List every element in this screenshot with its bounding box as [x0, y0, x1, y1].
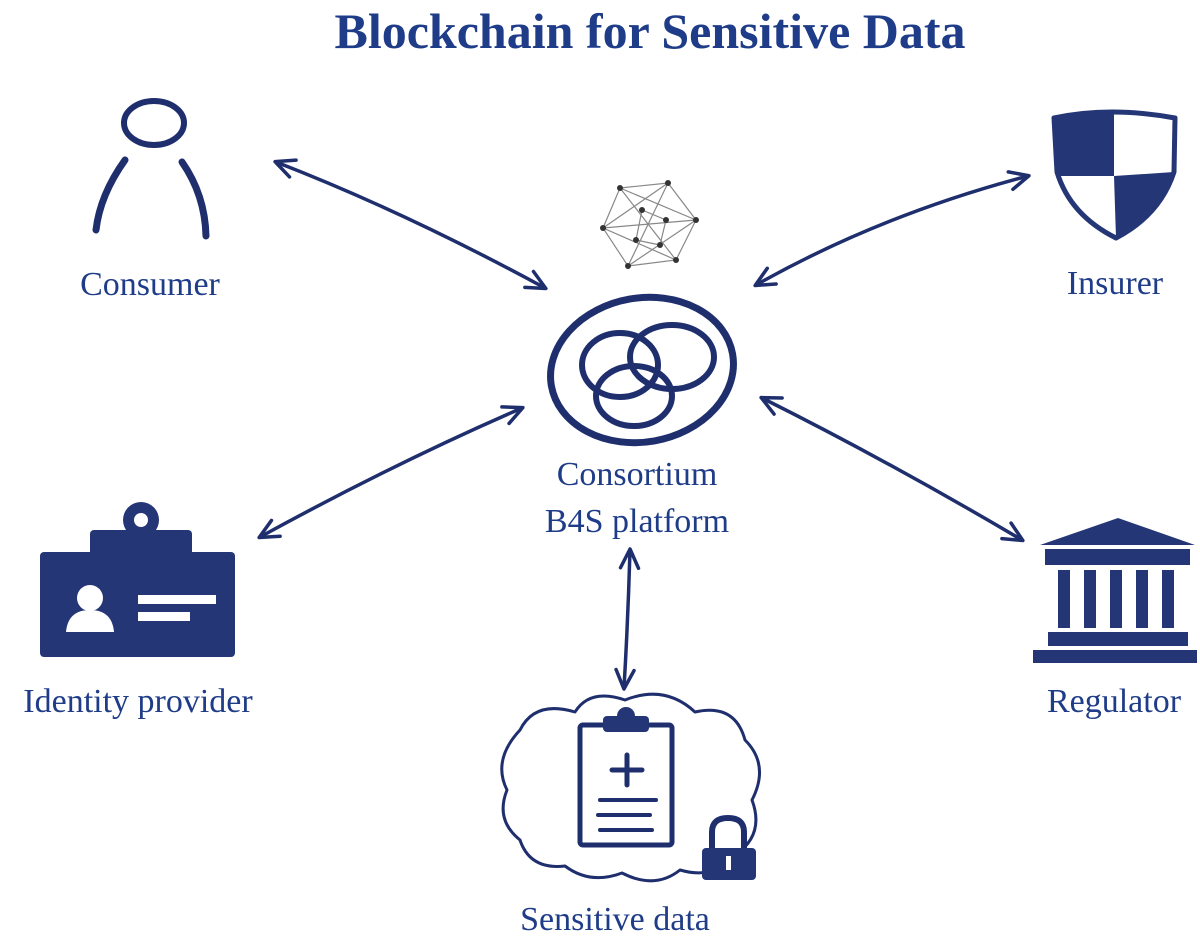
- consumer-node: Consumer: [80, 98, 221, 303]
- arrow-regulator-platform: [759, 395, 1025, 543]
- identity-provider-node: Identity provider: [23, 502, 253, 720]
- shield-icon: [1051, 109, 1178, 241]
- regulator-label: Regulator: [1047, 683, 1182, 720]
- regulator-node: Regulator: [1033, 518, 1197, 720]
- person-icon: [92, 98, 210, 240]
- insurer-node: Insurer: [1051, 109, 1178, 302]
- insurer-label: Insurer: [1067, 265, 1164, 302]
- id-badge-icon: [40, 502, 235, 657]
- blockchain-network-icon: [600, 180, 699, 269]
- platform-label-line1: Consortium: [557, 456, 718, 493]
- arrow-insurer-platform: [753, 170, 1031, 288]
- locked-medical-record-icon: [500, 692, 762, 883]
- arrow-identity-platform: [257, 405, 525, 540]
- arrow-data-platform: [614, 547, 641, 691]
- sensitive-data-label: Sensitive data: [520, 901, 710, 938]
- identity-provider-label: Identity provider: [23, 683, 253, 720]
- connection-arrows: [257, 158, 1031, 691]
- sensitive-data-node: Sensitive data: [500, 692, 762, 938]
- platform-node: Consortium B4S platform: [545, 293, 737, 540]
- platform-label-line2: B4S platform: [545, 503, 729, 540]
- interlocking-rings-icon: [547, 293, 737, 447]
- government-building-icon: [1033, 518, 1197, 663]
- consumer-label: Consumer: [80, 266, 220, 303]
- page-title: Blockchain for Sensitive Data: [334, 3, 965, 59]
- arrow-consumer-platform: [273, 158, 548, 291]
